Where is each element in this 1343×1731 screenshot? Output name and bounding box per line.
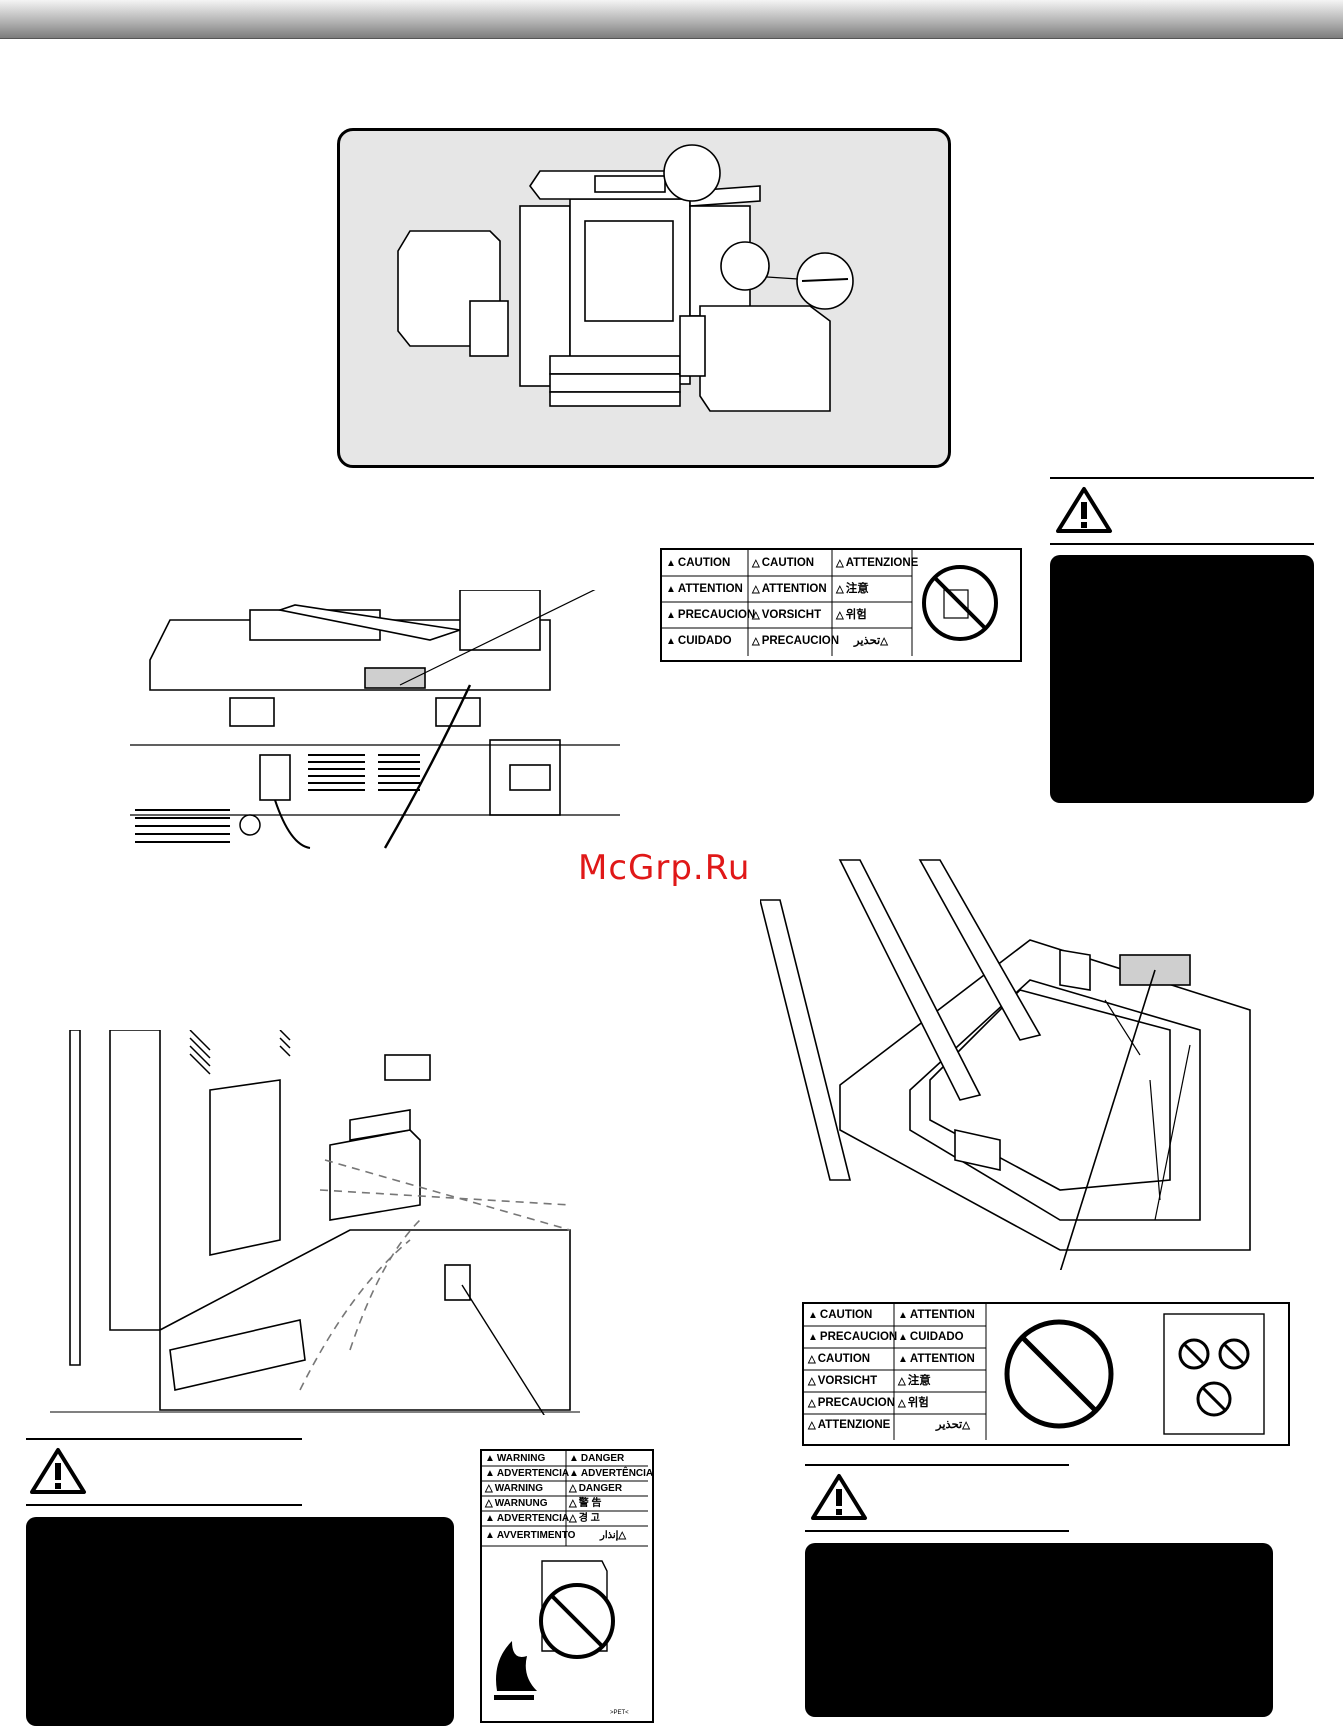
warning-triangle-icon [30,1448,86,1494]
caution-heading-right [1050,477,1314,545]
label-text: 위험 [845,609,867,621]
label-text: CUIDADO [677,635,732,647]
label-grid [804,1304,1265,1440]
label-text: تحذير [854,635,881,647]
label-text: 注意 [845,583,869,595]
label-text: VORSICHT [761,609,822,621]
watermark: McGrp.Ru [578,848,751,888]
label-text: ATTENTION [761,583,827,595]
label-text: DANGER [578,1483,623,1494]
copier-overview-illustration [397,144,854,412]
label-text: ADVERTENCIA [496,1513,570,1524]
label-text: CAUTION [817,1353,871,1365]
label-text: تحذير [936,1419,963,1431]
machine-overview-panel [337,128,951,468]
label-text: CAUTION [761,557,815,569]
label-text: ATTENZIONE [845,557,919,569]
paper-tray-illustration [760,859,1251,1270]
label-text: DANGER [580,1453,625,1464]
warning-heading-left [26,1438,302,1506]
scanner-rear-illustration [130,590,620,849]
label-text: PRECAUCION [677,609,756,621]
label-text: ATTENTION [909,1353,975,1365]
warning-triangle-icon [1056,487,1112,533]
header-bar [0,0,1343,39]
waste-toner-warning-label: ▲WARNING ▲ADVERTENCIA △WARNING △WARNUNG … [480,1449,654,1723]
scanner-caution-label: ▲CAUTION ▲ATTENTION ▲PRECAUCION ▲CUIDADO… [660,548,1022,662]
label-text: AVVERTIMENTO [496,1530,576,1541]
label-text: ATTENTION [677,583,743,595]
label-text: WARNING [496,1453,546,1464]
label-text: PRECAUCION [761,635,840,647]
label-text: ATTENTION [909,1309,975,1321]
label-text: 경 고 [578,1513,600,1524]
label-text: 注意 [907,1375,931,1387]
label-text: CUIDADO [909,1331,964,1343]
label-text: WARNING [494,1483,544,1494]
label-grid [482,1451,648,1700]
label-text: 警 告 [578,1498,602,1509]
warning-triangle-icon [811,1474,867,1520]
label-text: PRECAUCION [817,1397,896,1409]
caution-text-box-right [1050,555,1314,803]
label-grid [662,550,998,656]
label-text: إنذار [600,1530,619,1541]
label-text: 위험 [907,1397,929,1409]
label-text: WARNUNG [494,1498,548,1509]
label-text: VORSICHT [817,1375,878,1387]
warning-text-box-left [26,1517,454,1726]
label-text: ADVERTENCIA [496,1468,570,1479]
label-text: ADVERTÊNCIA [580,1468,654,1479]
label-text: PRECAUCION [819,1331,898,1343]
label-text: ATTENZIONE [817,1419,891,1431]
paper-tray-caution-label: ▲CAUTION ▲PRECAUCION △CAUTION △VORSICHT … [802,1302,1290,1446]
label-text: CAUTION [677,557,731,569]
caution-text-box-lower-right [805,1543,1273,1717]
caution-heading-lower-right [805,1464,1069,1532]
label-text: CAUTION [819,1309,873,1321]
waste-toner-illustration [50,1030,580,1415]
label-code: >PET< [610,1710,629,1716]
